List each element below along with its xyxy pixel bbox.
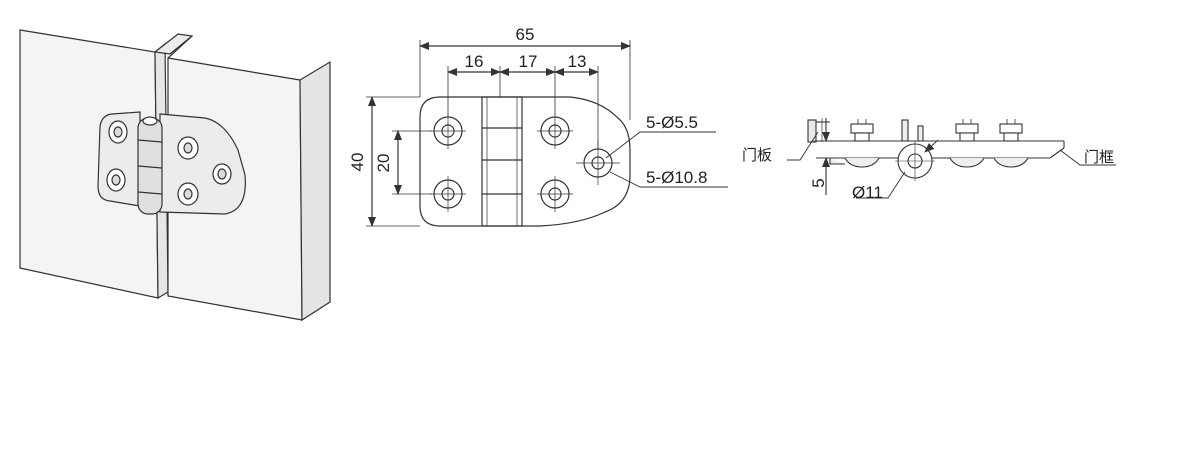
side-view <box>787 118 1116 199</box>
callout-counterbore-diameter: 5-Ø10.8 <box>646 168 707 187</box>
leader-counterbore <box>609 171 728 188</box>
hinge-perspective-illustration <box>19 29 331 322</box>
leader-pin <box>856 171 906 199</box>
top-flange <box>153 33 194 55</box>
side-bolts <box>850 123 1023 142</box>
front-knuckle <box>481 96 523 227</box>
dim-extension-lines <box>366 40 631 227</box>
side-door-panel <box>807 119 817 143</box>
label-door-panel: 门板 <box>742 146 772 164</box>
side-bolt-details <box>857 119 1016 124</box>
side-view-labels: 门板 门框 5 Ø11 <box>742 146 1114 202</box>
label-door-frame: 门框 <box>1084 149 1114 166</box>
side-counterbores <box>829 157 1029 168</box>
dim-overall-width: 65 <box>516 25 535 44</box>
front-view-labels: 65 16 17 13 40 20 5-Ø5.5 5-Ø10.8 <box>348 25 707 187</box>
dim-thickness: 5 <box>809 178 828 187</box>
front-view <box>366 40 728 227</box>
hole-center-marks <box>430 113 620 212</box>
dim-segment-1: 16 <box>465 52 484 71</box>
dim-hole-spacing: 20 <box>374 154 393 173</box>
perspective-holes <box>106 120 232 206</box>
right-panel-return <box>299 60 331 322</box>
hinge-front-outline <box>419 96 631 227</box>
leader-door-frame <box>1059 149 1116 166</box>
callout-hole-diameter: 5-Ø5.5 <box>646 113 698 132</box>
leader-hole <box>605 131 716 159</box>
dim-segment-3: 13 <box>568 52 587 71</box>
dim-segment-2: 17 <box>519 52 538 71</box>
leader-door-panel <box>787 131 819 161</box>
dim-overall-height: 40 <box>348 153 367 172</box>
dim-pin-diameter: Ø11 <box>852 183 883 202</box>
